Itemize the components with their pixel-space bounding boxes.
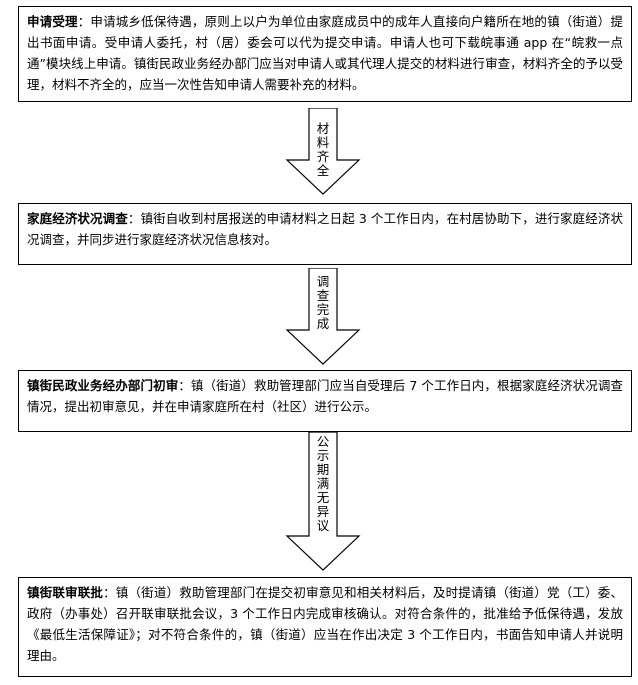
arrow-label-2: 调查完成 — [316, 274, 330, 331]
step-body: ：镇（街道）救助管理部门在提交初审意见和相关材料后，及时提请镇（街道）党（工）委… — [27, 585, 623, 663]
step-preliminary-review: 镇街民政业务经办部门初审：镇（街道）救助管理部门应当自受理后 7 个工作日内，根… — [18, 370, 632, 432]
step-title: 镇街民政业务经办部门初审 — [27, 378, 179, 393]
step-title: 家庭经济状况调查 — [27, 211, 128, 226]
arrow-label-3: 公示期满无异议 — [316, 434, 330, 533]
step-application-acceptance: 申请受理：申请城乡低保待遇，原则上以户为单位由家庭成员中的成年人直接向户籍所在地… — [18, 6, 632, 102]
step-joint-review-approval: 镇街联审联批：镇（街道）救助管理部门在提交初审意见和相关材料后，及时提请镇（街道… — [18, 577, 632, 677]
step-title: 镇街联审联批 — [27, 585, 104, 600]
arrow-down-3 — [285, 432, 361, 571]
step-body: ：申请城乡低保待遇，原则上以户为单位由家庭成员中的成年人直接向户籍所在地的镇（街… — [27, 14, 623, 92]
step-household-economic-survey: 家庭经济状况调查：镇街自收到村居报送的申请材料之日起 3 个工作日内，在村居协助… — [18, 203, 632, 265]
step-body: ：镇（街道）救助管理部门应当自受理后 7 个工作日内，根据家庭经济状况调查情况，… — [27, 378, 623, 414]
step-body: ：镇街自收到村居报送的申请材料之日起 3 个工作日内，在村居协助下，进行家庭经济… — [27, 211, 623, 247]
arrow-down-1 — [285, 108, 361, 195]
arrow-label-1: 材料齐全 — [316, 121, 330, 178]
step-title: 申请受理 — [27, 14, 78, 29]
arrow-down-2 — [285, 268, 361, 365]
